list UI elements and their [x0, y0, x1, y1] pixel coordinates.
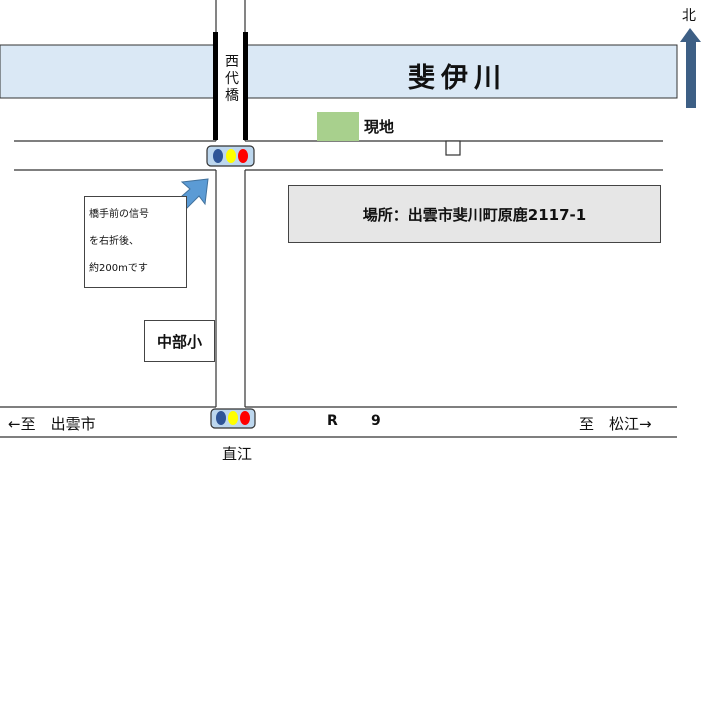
direction-izumo: ←至 出雲市 [8, 415, 96, 433]
school-label-box: 中部小 [144, 320, 215, 362]
directions-note: 橋手前の信号 を右折後、 約200mです [84, 196, 187, 288]
north-arrow-icon [680, 28, 701, 108]
note-line: を右折後、 [89, 236, 139, 247]
site-label: 現地 [364, 118, 395, 136]
direction-matsue: 至 松江→ [579, 415, 652, 433]
school-label: 中部小 [156, 332, 202, 351]
note-line: 約200mです [89, 263, 148, 274]
river-name: 斐伊川 [408, 63, 507, 94]
north-label: 北 [682, 8, 696, 24]
intersection-label: 直江 [222, 445, 253, 463]
bridge-railing-right [243, 32, 248, 140]
bridge-name: 西代橋 [225, 54, 239, 104]
bridge-railing-left [213, 32, 218, 140]
north-south-road [216, 0, 245, 438]
address-text: 場所：出雲市斐川町原鹿2117-1 [362, 205, 587, 224]
note-line: 橋手前の信号 [89, 209, 149, 220]
route-number: 9 [371, 413, 381, 429]
site-marker [317, 112, 359, 141]
traffic-signal-icon [210, 408, 256, 429]
route-label: R [327, 413, 338, 429]
river [0, 44, 678, 99]
address-box: 場所：出雲市斐川町原鹿2117-1 [288, 185, 661, 243]
building-marker [445, 140, 461, 156]
traffic-signal-icon [206, 145, 255, 167]
